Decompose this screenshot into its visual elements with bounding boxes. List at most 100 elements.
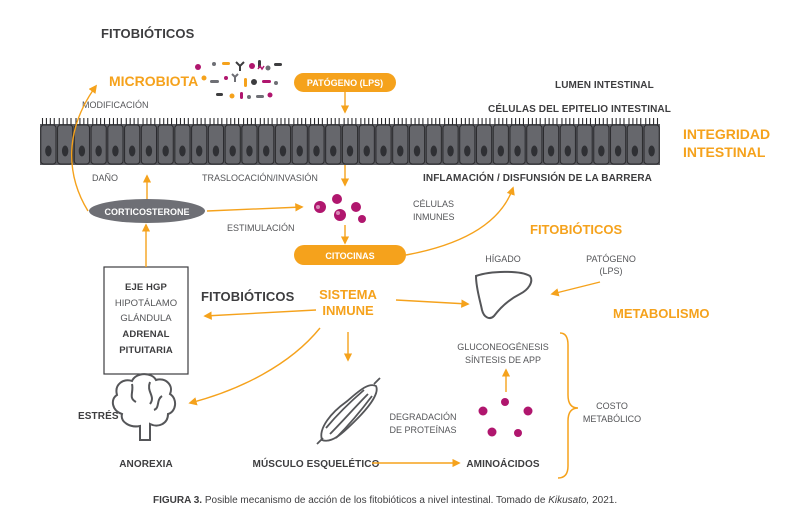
- cell-nucleus: [564, 145, 572, 157]
- cell-nucleus: [246, 145, 253, 157]
- cell-nucleus: [263, 145, 270, 157]
- epithelial-cell: [291, 124, 308, 165]
- cell-nucleus: [313, 145, 320, 157]
- cell-nucleus: [430, 145, 437, 157]
- integridad-label-2: INTESTINAL: [683, 144, 766, 160]
- epithelial-cell: [392, 124, 409, 165]
- modificacion-label: MODIFICACIÓN: [82, 100, 149, 110]
- epithelial-cell: [358, 124, 375, 165]
- caption-source: Kikusato,: [548, 495, 589, 506]
- epithelial-cell: [509, 124, 526, 165]
- patogeno-right-label-2: (LPS): [599, 266, 622, 276]
- cell-nucleus: [330, 145, 337, 157]
- higado-label: HÍGADO: [485, 254, 521, 264]
- musculo-label: MÚSCULO ESQUELÉTICO: [253, 457, 380, 470]
- cell-nucleus: [212, 145, 220, 157]
- cell-nucleus: [145, 145, 153, 157]
- sistema-inmune-label-1: SISTEMA: [319, 287, 377, 302]
- diagram-title: FITOBIÓTICOS: [101, 26, 195, 41]
- cell-nucleus: [397, 145, 404, 157]
- epithelial-cell: [610, 124, 627, 165]
- celulas-inmunes-label-2: INMUNES: [413, 212, 455, 222]
- cell-nucleus: [648, 145, 655, 157]
- degradacion-label-1: DEGRADACIÓN: [389, 412, 456, 422]
- eje-line-2: HIPOTÁLAMO: [115, 298, 177, 309]
- cell-nucleus: [179, 145, 186, 157]
- eje-line-1: EJE HGP: [125, 282, 167, 293]
- epithelial-cell: [140, 124, 157, 165]
- citocinas-label: CITOCINAS: [325, 251, 374, 261]
- degradacion-label-2: DE PROTEÍNAS: [389, 425, 456, 435]
- aminoacidos-label: AMINOÁCIDOS: [466, 457, 540, 470]
- costo-label-2: METABÓLICO: [583, 414, 641, 424]
- epithelial-cell: [174, 124, 191, 165]
- cell-nucleus: [363, 145, 370, 157]
- cell-nucleus: [631, 145, 639, 157]
- cell-nucleus: [78, 145, 86, 157]
- epithelial-cell: [124, 124, 141, 165]
- epithelial-cell: [442, 124, 459, 165]
- epithelial-cell: [191, 124, 208, 165]
- epithelial-cell: [341, 124, 359, 165]
- brain-icon: [111, 373, 176, 441]
- corticosterone-label: CORTICOSTERONE: [104, 207, 189, 217]
- epithelial-cell: [308, 124, 325, 165]
- citocinas-pill: [294, 245, 406, 265]
- cell-nucleus: [95, 145, 102, 157]
- epithelial-cell: [543, 124, 560, 165]
- metabolismo-label: METABOLISMO: [613, 306, 710, 321]
- muscle-icon: [316, 377, 381, 445]
- estres-label: ESTRÉS: [78, 409, 119, 422]
- cell-nucleus: [547, 145, 555, 157]
- epithelial-cell: [459, 124, 476, 165]
- caption-year: 2021.: [589, 495, 617, 506]
- arrow-sistema-to-liver: [395, 299, 470, 308]
- traslocacion-label: TRASLOCACIÓN/INVASIÓN: [202, 173, 318, 183]
- epithelial-cell: [492, 124, 509, 165]
- epithelial-cell: [475, 124, 493, 165]
- cell-nucleus: [380, 145, 387, 157]
- cell-nucleus: [128, 145, 136, 157]
- cell-nucleus: [229, 145, 236, 157]
- cell-nucleus: [296, 145, 303, 157]
- epithelial-cell: [408, 124, 426, 165]
- epithelial-cell: [526, 124, 543, 165]
- epithelial-cell: [241, 124, 258, 165]
- arrow-citocinas-to-inflamacion: [405, 186, 515, 256]
- celulas-epitelio-label: CÉLULAS DEL EPITELIO INTESTINAL: [488, 102, 671, 115]
- epithelial-cell: [425, 124, 442, 165]
- cell-nucleus: [598, 145, 605, 157]
- epithelium-band: [40, 118, 660, 165]
- epithelial-cell: [40, 124, 57, 165]
- cell-nucleus: [413, 145, 421, 157]
- celulas-inmunes-label-1: CÉLULAS: [413, 199, 454, 209]
- cell-nucleus: [162, 145, 169, 157]
- eje-line-3: GLÁNDULA: [120, 313, 172, 324]
- arrow-cort-to-microbiota: [71, 84, 97, 212]
- integridad-label-1: INTEGRIDAD: [683, 126, 770, 142]
- epithelial-cell: [107, 124, 124, 165]
- epithelial-cell: [576, 124, 593, 165]
- arrow-sistema-to-brain: [188, 327, 321, 406]
- anorexia-label: ANOREXIA: [119, 459, 173, 470]
- cell-nucleus: [61, 145, 69, 157]
- patogeno-pill-label: PATÓGENO (LPS): [307, 77, 383, 88]
- patogeno-right-label-1: PATÓGENO: [586, 254, 636, 264]
- cell-nucleus: [514, 145, 521, 157]
- epithelial-cell: [274, 124, 292, 165]
- gluconeogenesis-label-2: SÍNTESIS DE APP: [465, 355, 541, 365]
- inflamacion-label: INFLAMACIÓN / DISFUNSIÓN DE LA BARRERA: [423, 171, 652, 184]
- cell-nucleus: [497, 145, 505, 157]
- epithelial-cell: [90, 124, 107, 165]
- epithelial-cell: [626, 124, 643, 165]
- arrow-sistema-to-fito-left: [203, 309, 317, 320]
- epithelial-cell: [643, 124, 660, 165]
- epithelial-cell: [207, 124, 225, 165]
- gluconeogenesis-label-1: GLUCONEOGÉNESIS: [457, 342, 549, 352]
- caption-label: FIGURA 3.: [153, 495, 202, 506]
- patogeno-pill: [294, 73, 396, 92]
- cell-nucleus: [531, 145, 538, 157]
- cell-nucleus: [480, 145, 488, 157]
- fitobioticos-left-label: FITOBIÓTICOS: [201, 289, 295, 304]
